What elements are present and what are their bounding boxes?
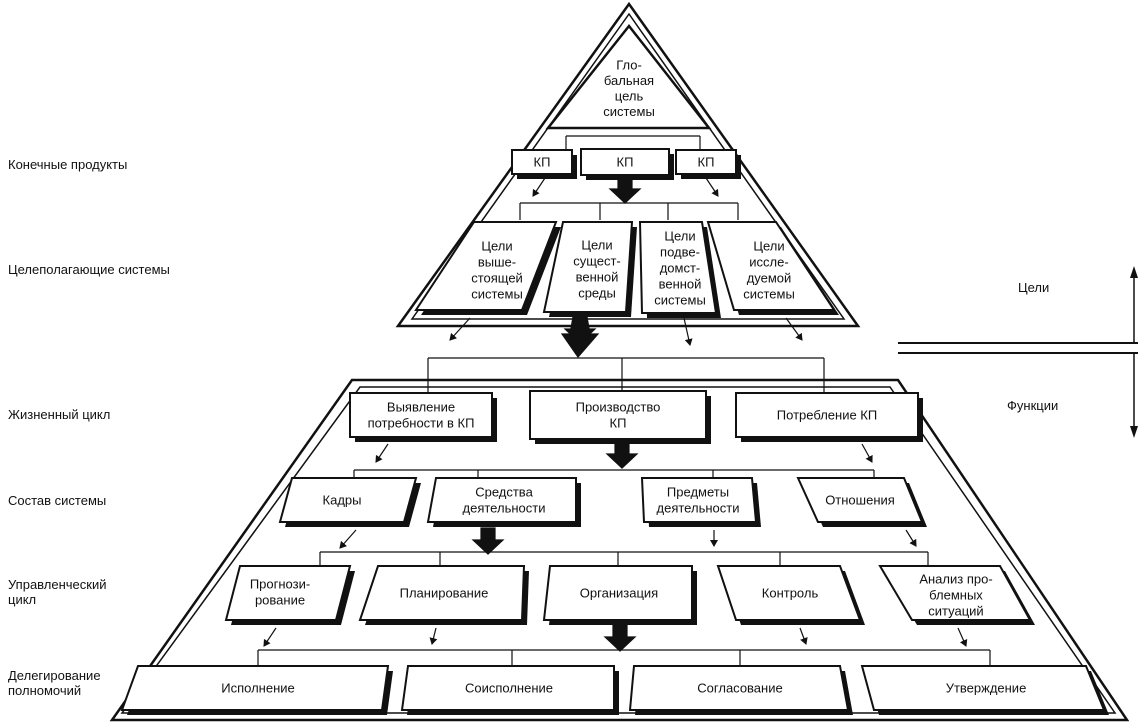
level-label-lvl-kp: Конечные продукты: [8, 157, 128, 172]
composition-box: [640, 477, 761, 527]
functions-label: Функции: [1007, 398, 1059, 413]
big-arrow-icon: [471, 527, 505, 555]
goal-box: [706, 221, 839, 315]
kp-label: КП: [698, 155, 715, 170]
big-arrow-icon: [608, 176, 642, 204]
kp-label: КП: [534, 155, 551, 170]
kp-box: [675, 149, 741, 179]
big-arrow-icon: [605, 441, 639, 469]
kp-box: [580, 148, 674, 180]
management-box: [358, 565, 529, 625]
delegation-text: Согласование: [697, 681, 782, 696]
up-arrow-icon: [1130, 266, 1138, 343]
lifecycle-box: [529, 390, 711, 444]
composition-box: [278, 477, 421, 527]
management-text: Планирование: [400, 586, 489, 601]
lifecycle-box: [349, 392, 497, 442]
connectors: [257, 135, 991, 666]
delegation-box: [860, 665, 1109, 715]
goal-box: [542, 221, 637, 317]
goal-box: [414, 221, 561, 315]
delegation-box: [400, 665, 619, 715]
composition-box: [796, 477, 927, 527]
kp-label: КП: [617, 155, 634, 170]
delegation-text: Утверждение: [946, 681, 1027, 696]
delegation-text: Исполнение: [221, 681, 295, 696]
goals-label: Цели: [1018, 280, 1050, 295]
lifecycle-box: [735, 392, 923, 442]
management-text: Организация: [580, 586, 658, 601]
level-label-lvl-life: Жизненный цикл: [8, 407, 111, 422]
down-arrow-icon: [1130, 353, 1138, 438]
big-arrow-icon: [560, 316, 600, 358]
management-text: Контроль: [762, 586, 819, 601]
delegation-box: [628, 665, 853, 715]
big-arrow-icon: [603, 624, 637, 652]
level-label-lvl-goals: Целеполагающие системы: [8, 262, 170, 277]
kp-box: [511, 149, 577, 179]
management-box: [878, 565, 1035, 625]
management-box: [716, 565, 865, 625]
apex-triangle: [545, 23, 712, 130]
composition-text: Отношения: [825, 493, 895, 508]
goals-functions-divider: [898, 342, 1138, 354]
functions-trapezoid-inner: [120, 386, 1117, 714]
delegation-text: Соисполнение: [465, 681, 553, 696]
level-label-lvl-comp: Состав системы: [8, 493, 107, 508]
lifecycle-text: Потребление КП: [777, 408, 877, 423]
goal-box: [638, 221, 721, 318]
management-box: [224, 565, 355, 625]
management-box: [542, 565, 697, 625]
composition-text: Кадры: [323, 493, 362, 508]
functions-trapezoid-outer: [109, 378, 1130, 722]
delegation-box: [120, 665, 393, 715]
management-text: Прогнози-рование: [250, 577, 310, 608]
composition-box: [426, 477, 581, 527]
